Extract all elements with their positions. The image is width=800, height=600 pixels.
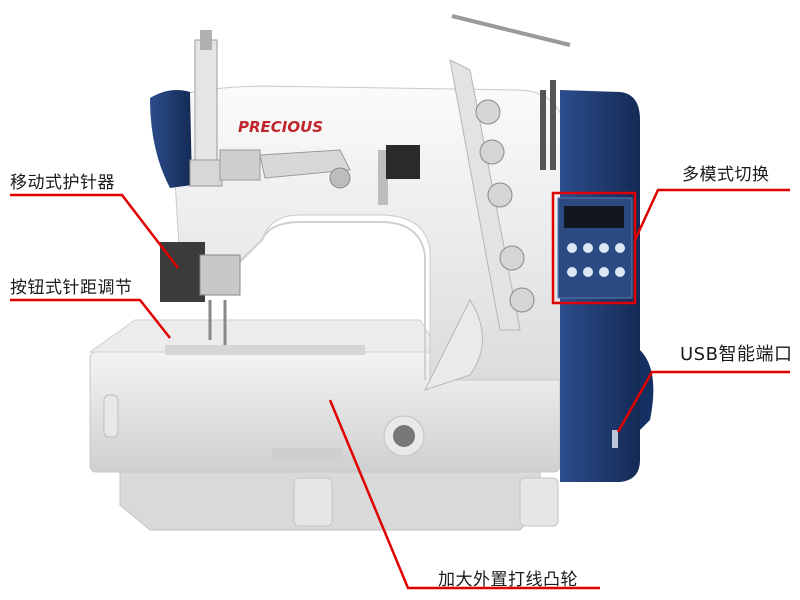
- brand-logo: PRECIOUS: [238, 118, 323, 136]
- callout-stitch-length-button: 按钮式针距调节: [10, 278, 133, 298]
- callout-usb-port: USB智能端口: [680, 344, 793, 365]
- callout-needle-guard: 移动式护针器: [10, 173, 115, 193]
- display-screen-icon: [564, 206, 624, 228]
- callout-multi-mode-switch: 多模式切换: [682, 165, 770, 185]
- control-tower: [557, 90, 654, 482]
- needle-head: [160, 30, 241, 345]
- callout-cam: 加大外置打线凸轮: [438, 570, 578, 590]
- thread-tension-assembly: [449, 14, 571, 331]
- cam-plate: [424, 298, 483, 391]
- control-buttons: [567, 243, 625, 277]
- callout-lines: [10, 188, 790, 590]
- usb-port-icon: [612, 430, 618, 448]
- linkage-mechanism: [219, 145, 420, 205]
